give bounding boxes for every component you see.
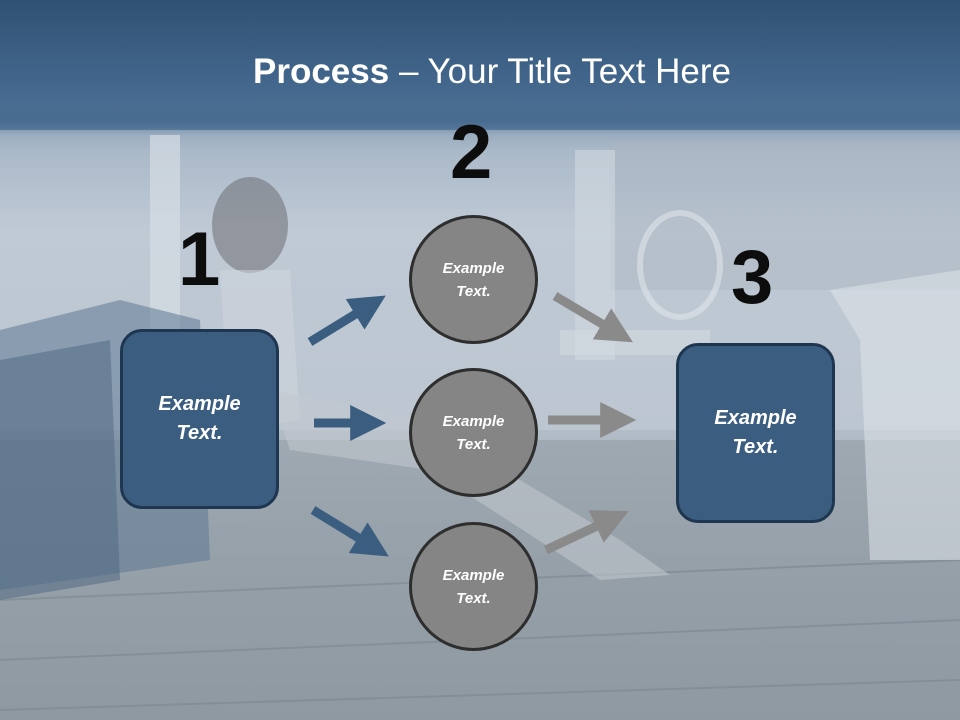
circle-top-label: Example Text.: [443, 257, 505, 303]
circle-middle-label: Example Text.: [443, 410, 505, 456]
arrow-2-to-3-top: [552, 292, 633, 343]
arrow-2-to-3-bottom: [544, 510, 629, 555]
step-2-circle-top: Example Text.: [409, 215, 538, 344]
step-2-circle-middle: Example Text.: [409, 368, 538, 497]
circle-bottom-label-line2: Text.: [456, 589, 491, 607]
arrow-1-to-2-top: [307, 295, 386, 346]
step-1-box: Example Text.: [120, 329, 279, 509]
step-number-2: 2: [450, 110, 493, 195]
step-3-label-line2: Text.: [732, 436, 779, 458]
circle-top-label-line2: Text.: [456, 282, 491, 300]
circle-middle-label-line1: Example: [442, 412, 505, 430]
step-2-circle-bottom: Example Text.: [409, 522, 538, 651]
circle-bottom-label: Example Text.: [443, 564, 505, 610]
step-3-box: Example Text.: [676, 343, 835, 523]
title-bold: Process: [253, 52, 390, 91]
slide-title: Process – Your Title Text Here: [0, 52, 960, 92]
step-1-label: Example Text.: [158, 390, 240, 448]
step-3-label-line1: Example: [714, 407, 797, 429]
circle-top-label-line1: Example: [442, 259, 505, 277]
step-number-1: 1: [178, 217, 221, 302]
arrow-1-to-2-bottom: [310, 506, 389, 557]
circle-middle-label-line2: Text.: [456, 435, 491, 453]
circle-bottom-label-line1: Example: [442, 566, 505, 584]
title-rest: – Your Title Text Here: [389, 52, 731, 91]
step-number-3: 3: [731, 235, 774, 320]
step-1-label-line1: Example: [158, 393, 241, 415]
step-1-label-line2: Text.: [176, 422, 223, 444]
header-band: [0, 0, 960, 135]
step-3-label: Example Text.: [714, 404, 796, 462]
